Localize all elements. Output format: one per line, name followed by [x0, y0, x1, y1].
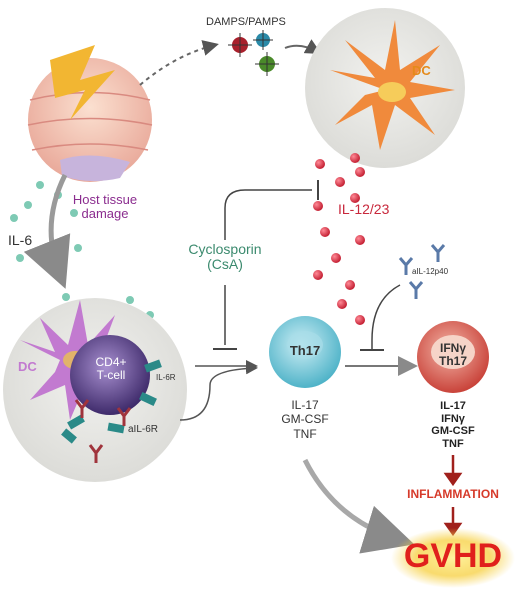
dc-tcell-circle — [3, 298, 187, 482]
il12-23-dots — [313, 153, 365, 325]
ifng-th17-line1: IFNγ — [439, 341, 466, 355]
ifng-cytokine-item: GM-CSF — [431, 425, 475, 438]
damps-to-dc-arrow — [284, 39, 322, 54]
dc-to-th17-arrow — [179, 362, 258, 421]
ifng-th17-line2: Th17 — [438, 354, 467, 369]
ail6r-label: aIL-6R — [128, 424, 159, 435]
cyclosporin-label: Cyclosporin (CsA) — [180, 241, 270, 273]
ifng-th17-cell — [417, 321, 489, 393]
il12-23-label: IL-12/23 — [338, 201, 390, 217]
host-tissue-line2: damage — [81, 206, 129, 222]
cd4-line2: T-cell — [96, 368, 126, 383]
th17-cell — [269, 316, 341, 388]
th17-cytokine-item: TNF — [293, 426, 317, 441]
il6r-label: IL-6R — [156, 373, 176, 382]
ifng-th17-label: IFNγ Th17 — [430, 341, 476, 369]
cyclosporin-line2: (CsA) — [207, 256, 243, 273]
ail12p40-inhibition-line — [371, 284, 401, 350]
ifng-cytokine-list: IL-17 IFNγ GM-CSF TNF — [418, 400, 488, 451]
lightning-icon — [50, 45, 115, 120]
ail12p40-antibody-icon — [398, 244, 446, 299]
host-to-dc-arrow — [23, 173, 71, 289]
host-tissue-label: Host tissue damage — [60, 192, 150, 222]
cd4-tcell-label: CD4+ T-cell — [86, 355, 136, 383]
damps-pamps-label: DAMPS/PAMPS — [206, 16, 286, 28]
ifng-cytokine-item: TNF — [442, 437, 464, 450]
cyclo-to-il12-line — [224, 189, 312, 240]
cyclosporin-line1: Cyclosporin — [188, 241, 262, 257]
gvhd-label: GVHD — [403, 537, 503, 575]
host-tissue-line1: Host tissue — [72, 192, 138, 207]
th17-cytokine-item: IL-17 — [291, 398, 319, 412]
inflammation-label: INFLAMMATION — [407, 487, 499, 501]
dc-top-circle — [305, 8, 465, 168]
damps-pamps-icon — [228, 30, 279, 76]
cd4-line1: CD4+ — [95, 355, 127, 369]
dc-bottom-label: DC — [18, 359, 37, 374]
ail12p40-label: aIL-12p40 — [412, 267, 449, 276]
dc-top-label: DC — [412, 63, 431, 78]
th17-label: Th17 — [289, 343, 321, 358]
il6-label: IL-6 — [8, 232, 33, 248]
gvhd-glow — [391, 528, 515, 588]
ifng-cytokine-item: IFNγ — [441, 412, 465, 425]
host-tissue-circle — [27, 45, 153, 182]
th17-cytokine-list: IL-17 GM-CSF TNF — [270, 398, 340, 441]
ifng-cytokine-item: IL-17 — [440, 400, 466, 412]
damps-dashed-arrow — [139, 40, 219, 86]
th17-cytokine-item: GM-CSF — [281, 412, 329, 427]
th17-to-gvhd-arrow — [302, 458, 415, 554]
